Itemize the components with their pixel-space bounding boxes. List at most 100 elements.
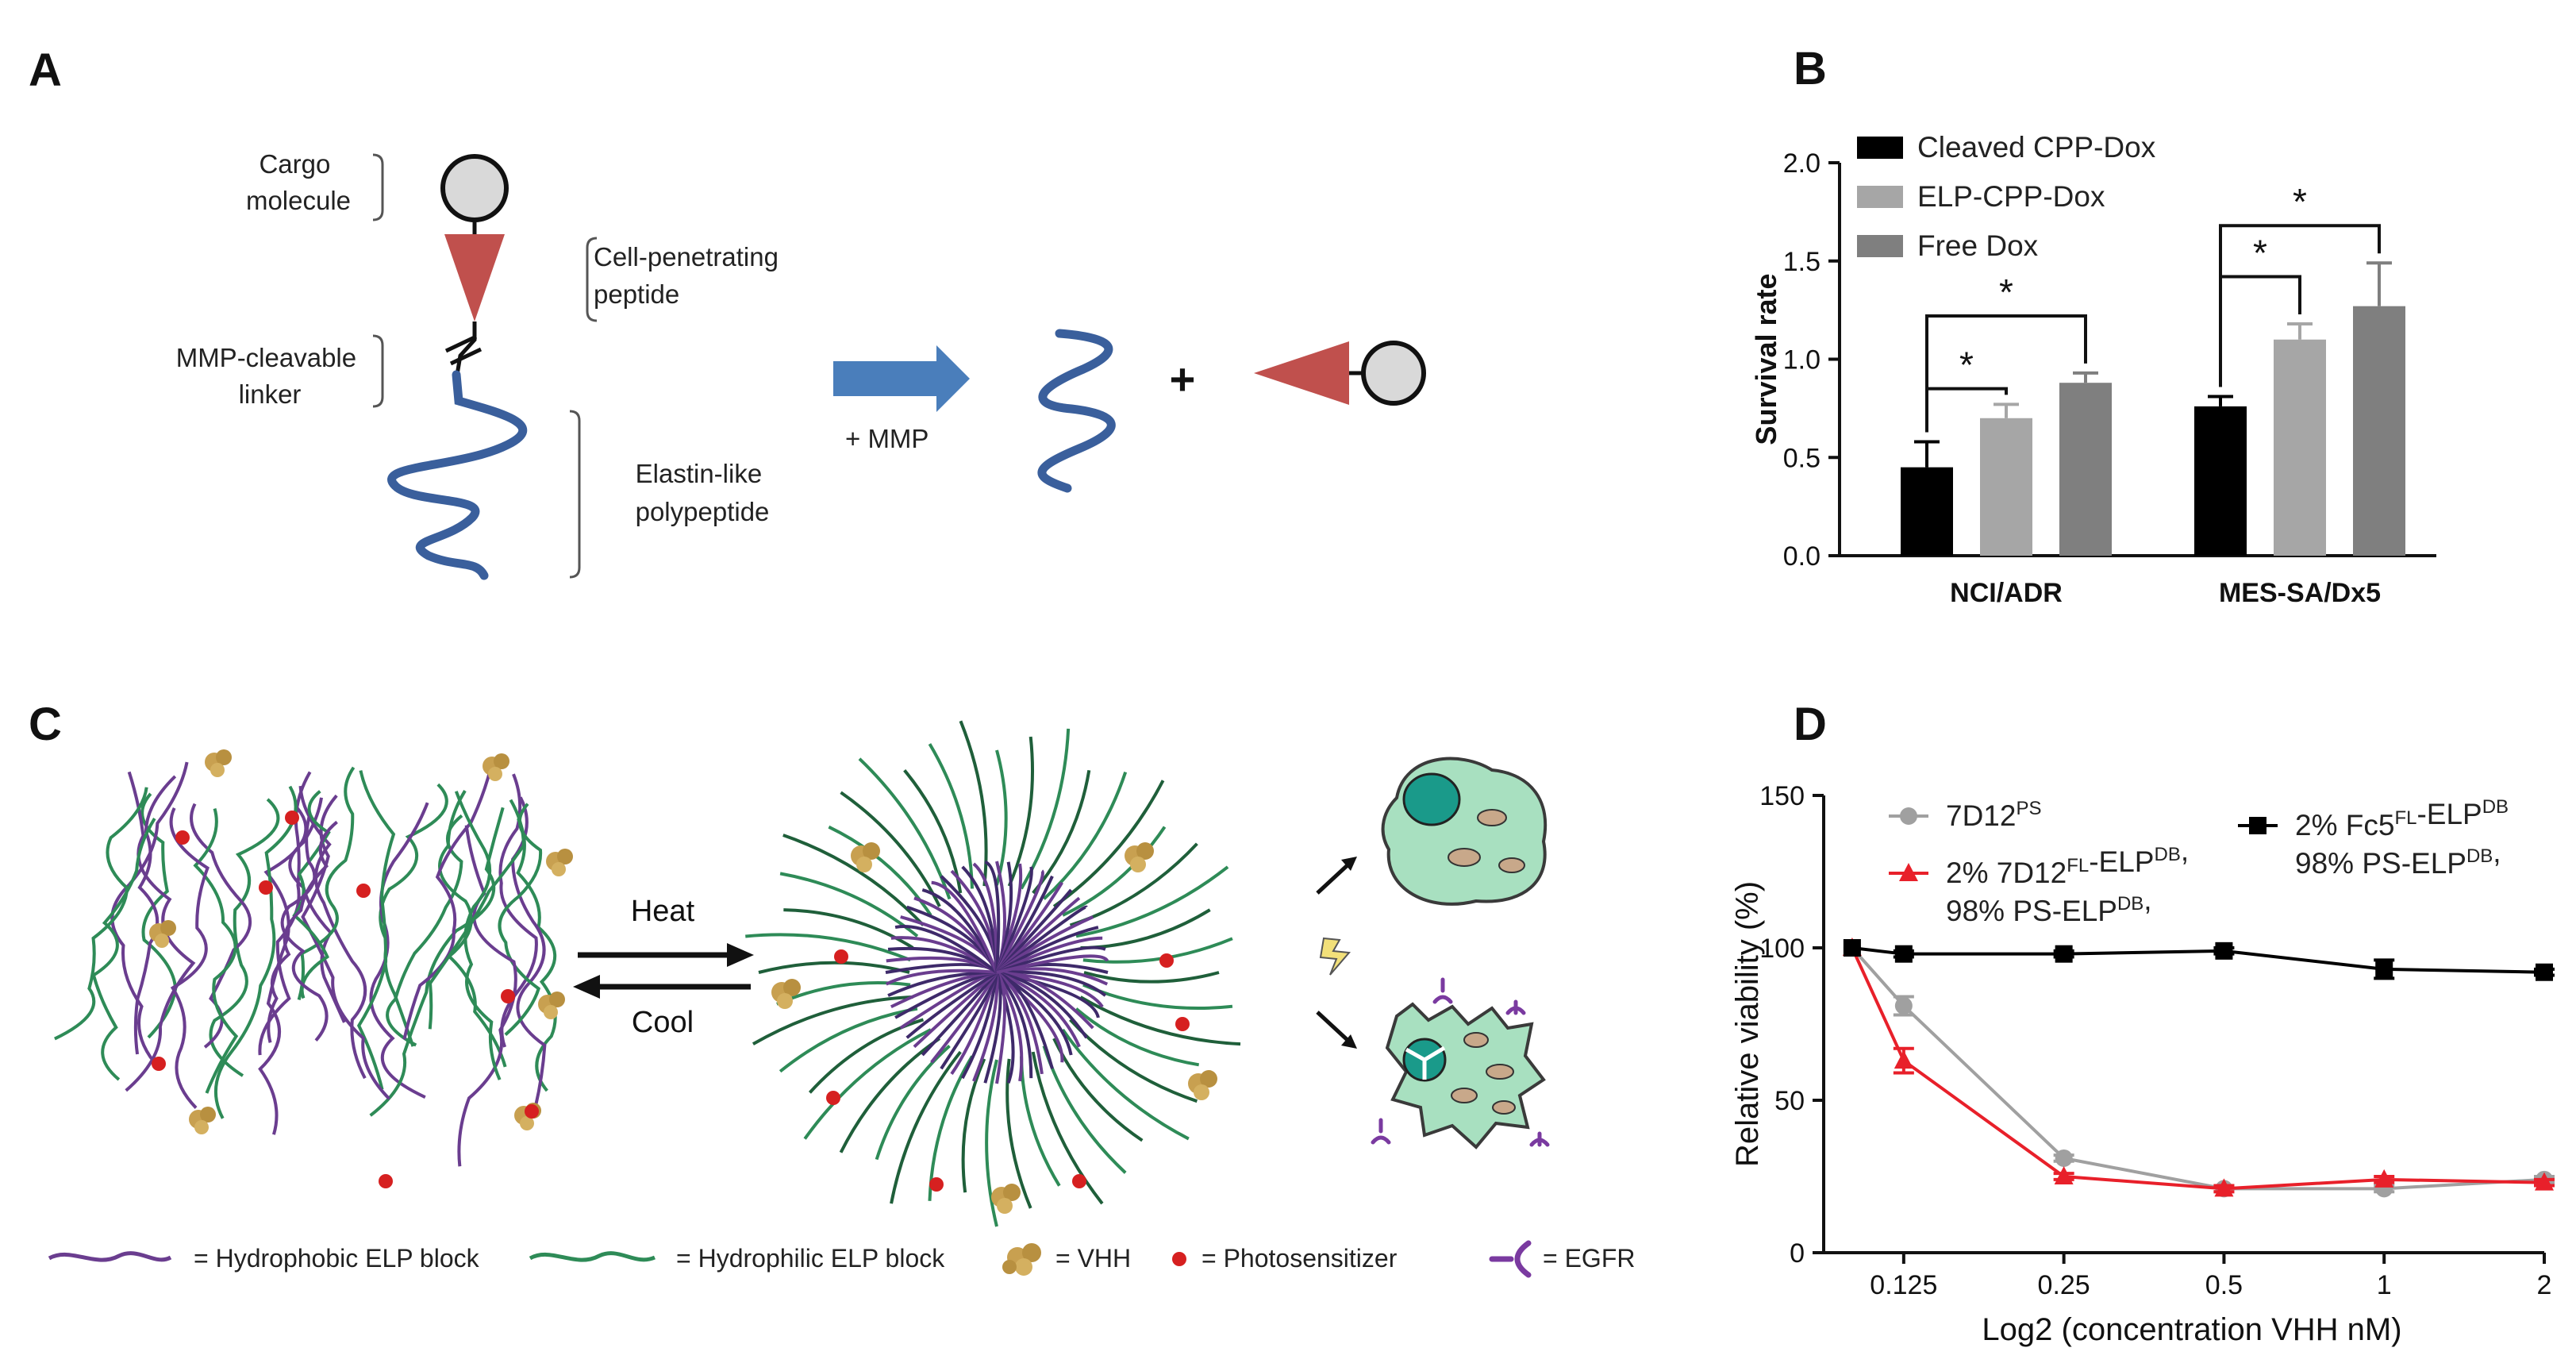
organelle-icon xyxy=(1451,1088,1478,1103)
egfr-receptor-icon xyxy=(1505,999,1526,1015)
data-point xyxy=(1894,945,1913,963)
mmp-arrow-icon xyxy=(833,345,970,412)
hydrophobic-core-chain xyxy=(995,869,1044,973)
vhh-lobe xyxy=(194,1120,209,1134)
x-tick-label: 1 xyxy=(2377,1270,2392,1300)
hydrophilic-corona-chain xyxy=(752,995,913,1045)
series-line xyxy=(1851,947,2545,1191)
hydrophilic-corona-chain xyxy=(758,961,910,974)
released-cpp-icon xyxy=(1254,341,1349,405)
hydrophobic-core-chain xyxy=(996,971,1081,1048)
elp-chain xyxy=(267,820,338,1043)
data-point xyxy=(2535,1172,2554,1191)
elp-chain xyxy=(498,803,543,1037)
hydrophilic-legend-swatch xyxy=(529,1251,656,1262)
legend-label-line2: 98% PS-ELPDB, xyxy=(1946,884,2152,927)
legend-label: 7D12PS xyxy=(1946,798,2041,832)
photosensitizer-dot xyxy=(285,811,299,825)
vhh-lobe xyxy=(544,1005,558,1019)
elp-chain xyxy=(428,799,525,1030)
hydrophilic-corona-chain xyxy=(808,1018,925,1094)
organelle-icon xyxy=(1448,848,1481,867)
vhh-icon xyxy=(851,842,880,872)
elp-chain xyxy=(258,805,308,1135)
x-tick-label: 0.5 xyxy=(2205,1270,2243,1300)
data-point xyxy=(2054,1166,2074,1184)
hydrophilic-corona-chain xyxy=(961,1058,986,1193)
elp-chain xyxy=(209,798,280,1077)
legend-marker xyxy=(1900,807,1917,825)
photosensitizer-dot xyxy=(1072,1174,1086,1188)
significance-star: * xyxy=(1959,345,1974,386)
y-tick-label: 150 xyxy=(1759,781,1805,811)
plus-sign: + xyxy=(1170,354,1196,404)
vhh-lobe xyxy=(1194,1084,1209,1100)
cpp-bracket xyxy=(586,237,598,322)
vhh-icon xyxy=(1188,1070,1217,1100)
y-tick-label: 0.0 xyxy=(1783,541,1821,572)
hydrophilic-corona-chain xyxy=(1052,1038,1144,1142)
elp-chain xyxy=(301,794,390,1100)
elp-chain xyxy=(169,807,210,1109)
hydrophobic-core-chain xyxy=(995,896,1081,974)
elp-chain xyxy=(190,803,252,1049)
hydrophilic-corona-chain xyxy=(839,1037,941,1153)
hydrophilic-corona-chain xyxy=(1062,826,1167,917)
organelle-icon xyxy=(1463,1032,1489,1048)
micelle-illustration xyxy=(745,720,1241,1227)
hydrophilic-corona-chain xyxy=(1075,865,1229,938)
vhh-icon xyxy=(149,920,176,948)
hydrophilic-corona-chain xyxy=(959,720,988,887)
cargo-bracket xyxy=(372,153,384,221)
elp-chain xyxy=(511,796,547,1108)
data-point xyxy=(2055,945,2073,963)
significance-bracket xyxy=(1925,314,2087,433)
vhh-lobe xyxy=(777,993,793,1009)
cpp-label: Cell-penetrating peptide xyxy=(594,242,786,309)
data-point xyxy=(1894,1050,1913,1069)
vhh-lobe xyxy=(856,857,872,872)
data-point xyxy=(2055,1149,2073,1167)
photosensitizer-dot xyxy=(1175,1017,1190,1031)
hydrophilic-corona-chain xyxy=(995,749,1008,886)
hydrophilic-corona-chain xyxy=(1079,995,1241,1046)
hydrophobic-core-chain xyxy=(894,925,998,974)
data-point xyxy=(1894,996,1913,1015)
nucleus-icon xyxy=(1402,772,1461,826)
death-arrowhead-icon xyxy=(1341,1034,1357,1049)
elp-coil-icon xyxy=(387,370,528,580)
panel-c: C Heat Cool = Hydrophobic ELP bloc xyxy=(29,699,1635,1278)
legend-label: ELP-CPP-Dox xyxy=(1917,180,2105,213)
hydrophilic-corona-chain xyxy=(1031,1051,1104,1205)
hydrophobic-legend-swatch xyxy=(48,1251,172,1262)
hydrophilic-corona-chain xyxy=(890,1050,962,1204)
healthy-arrow-line xyxy=(1316,862,1351,895)
data-point xyxy=(2375,960,2393,978)
bar xyxy=(1980,418,2032,556)
hydrophobic-core-chain xyxy=(996,971,1094,1030)
vhh-icon xyxy=(1125,842,1154,872)
hydrophilic-corona-chain xyxy=(783,908,914,949)
photosensitizer-dot xyxy=(826,1091,840,1105)
vhh-icon xyxy=(991,1184,1021,1214)
legend-swatch xyxy=(1857,137,1903,159)
hydrophilic-corona-chain xyxy=(779,1007,918,1073)
legend-marker xyxy=(2249,817,2266,834)
vhh-lobe xyxy=(155,934,169,948)
legend-swatch xyxy=(1857,186,1903,208)
egfr-receptor-icon xyxy=(1432,977,1453,1004)
elp-chain xyxy=(110,761,189,1069)
y-tick-label: 2.0 xyxy=(1783,148,1821,179)
y-tick-label: 100 xyxy=(1759,934,1805,964)
vhh-legend-icon xyxy=(1002,1243,1041,1276)
vhh-lobe xyxy=(1130,857,1146,872)
egfr-receptor-icon xyxy=(1371,1118,1391,1145)
vhh-icon xyxy=(205,749,232,777)
organelle-icon xyxy=(1498,857,1525,873)
hydrophobic-core-chain xyxy=(995,971,1006,1084)
y-tick-label: 1.0 xyxy=(1783,345,1821,375)
y-tick-label: 50 xyxy=(1774,1086,1805,1116)
panel-c-legend: = Hydrophobic ELP block = Hydrophilic EL… xyxy=(48,1240,1635,1278)
